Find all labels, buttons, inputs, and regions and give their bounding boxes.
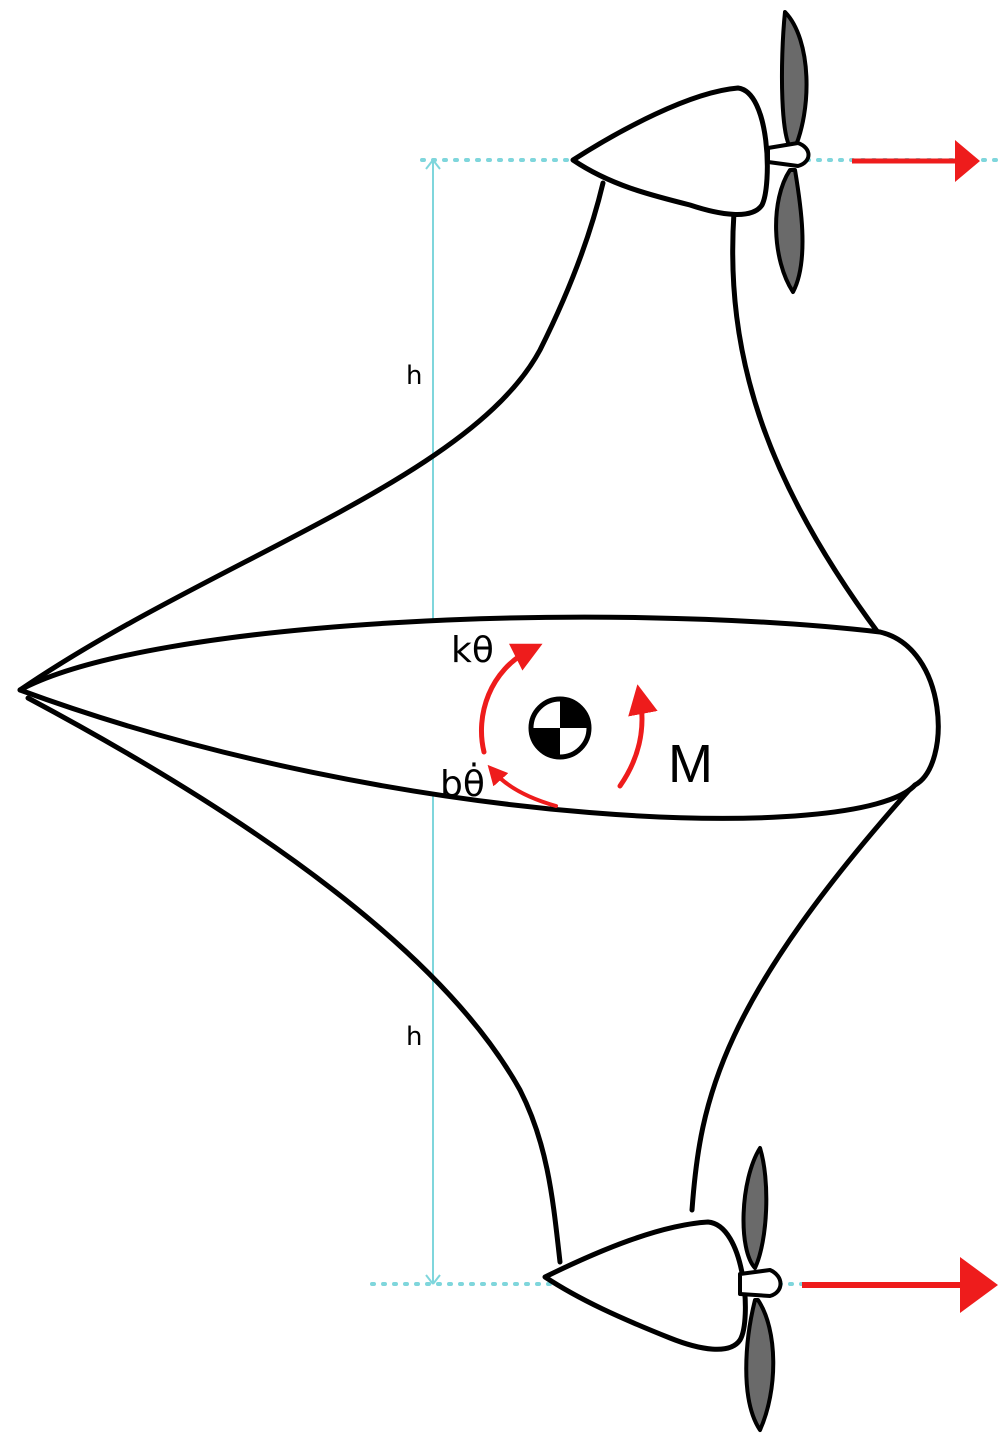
propeller-icon — [738, 1146, 783, 1432]
wing-airfoil — [17, 614, 941, 821]
applied-moment-label: M — [668, 734, 713, 794]
bridle-bottom-right — [689, 775, 923, 1213]
top-motor-pod — [570, 85, 770, 217]
bridle-bottom-left — [25, 695, 563, 1265]
applied-moment-arrow — [617, 684, 658, 789]
spring-moment-arrow — [479, 643, 543, 755]
spring-moment-label: kθ — [451, 630, 494, 671]
damping-moment-label: bθ̇ — [440, 761, 485, 805]
arrow-right-icon — [802, 1257, 998, 1313]
arrow-right-icon — [852, 140, 980, 182]
moment-arrows — [479, 643, 658, 808]
bridle-top-right — [730, 209, 918, 683]
bottom-motor-pod — [542, 1219, 748, 1352]
bridle-lines — [17, 180, 923, 1265]
damping-moment-arrow — [487, 764, 558, 808]
upper-dimension-label: h — [406, 361, 422, 391]
propeller-icon — [766, 10, 811, 294]
lower-dimension-label: h — [406, 1022, 422, 1052]
center-of-mass-icon — [528, 696, 592, 760]
bridle-top-left — [17, 180, 606, 693]
thrust-arrows — [802, 140, 998, 1313]
